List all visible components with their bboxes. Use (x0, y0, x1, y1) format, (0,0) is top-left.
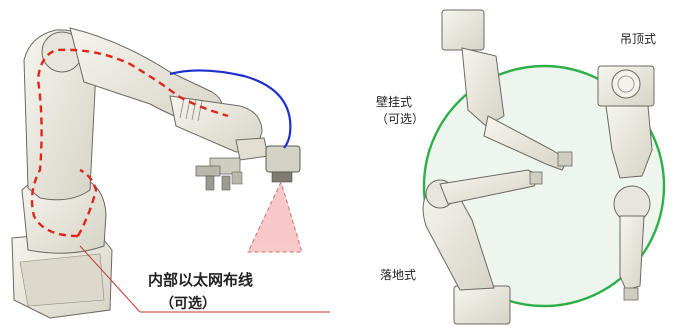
camera-beam (247, 180, 303, 253)
wiring-leader-line (79, 245, 141, 313)
floor-mount-robot (422, 169, 543, 325)
internal-wiring-path (30, 48, 229, 238)
wall-mount-robot (441, 9, 573, 171)
ceiling-mount-robot (597, 65, 655, 301)
gripper (195, 157, 243, 191)
floor-mount-label: 落地式 (380, 268, 417, 282)
mount-circle (422, 64, 666, 308)
internal-wiring-optional-label: （可选） (160, 296, 216, 312)
main-robot (11, 27, 330, 319)
camera (265, 145, 301, 183)
wall-mount-label: 壁挂式 (376, 95, 413, 109)
robot-wrist (235, 137, 269, 161)
ceiling-mount-label: 吊顶式 (620, 32, 657, 46)
mounting-options (422, 9, 666, 325)
wall-mount-optional-label: （可选） (376, 112, 425, 126)
internal-wiring-label: 内部以太网布线 (148, 271, 254, 289)
ethernet-cable (169, 69, 292, 149)
